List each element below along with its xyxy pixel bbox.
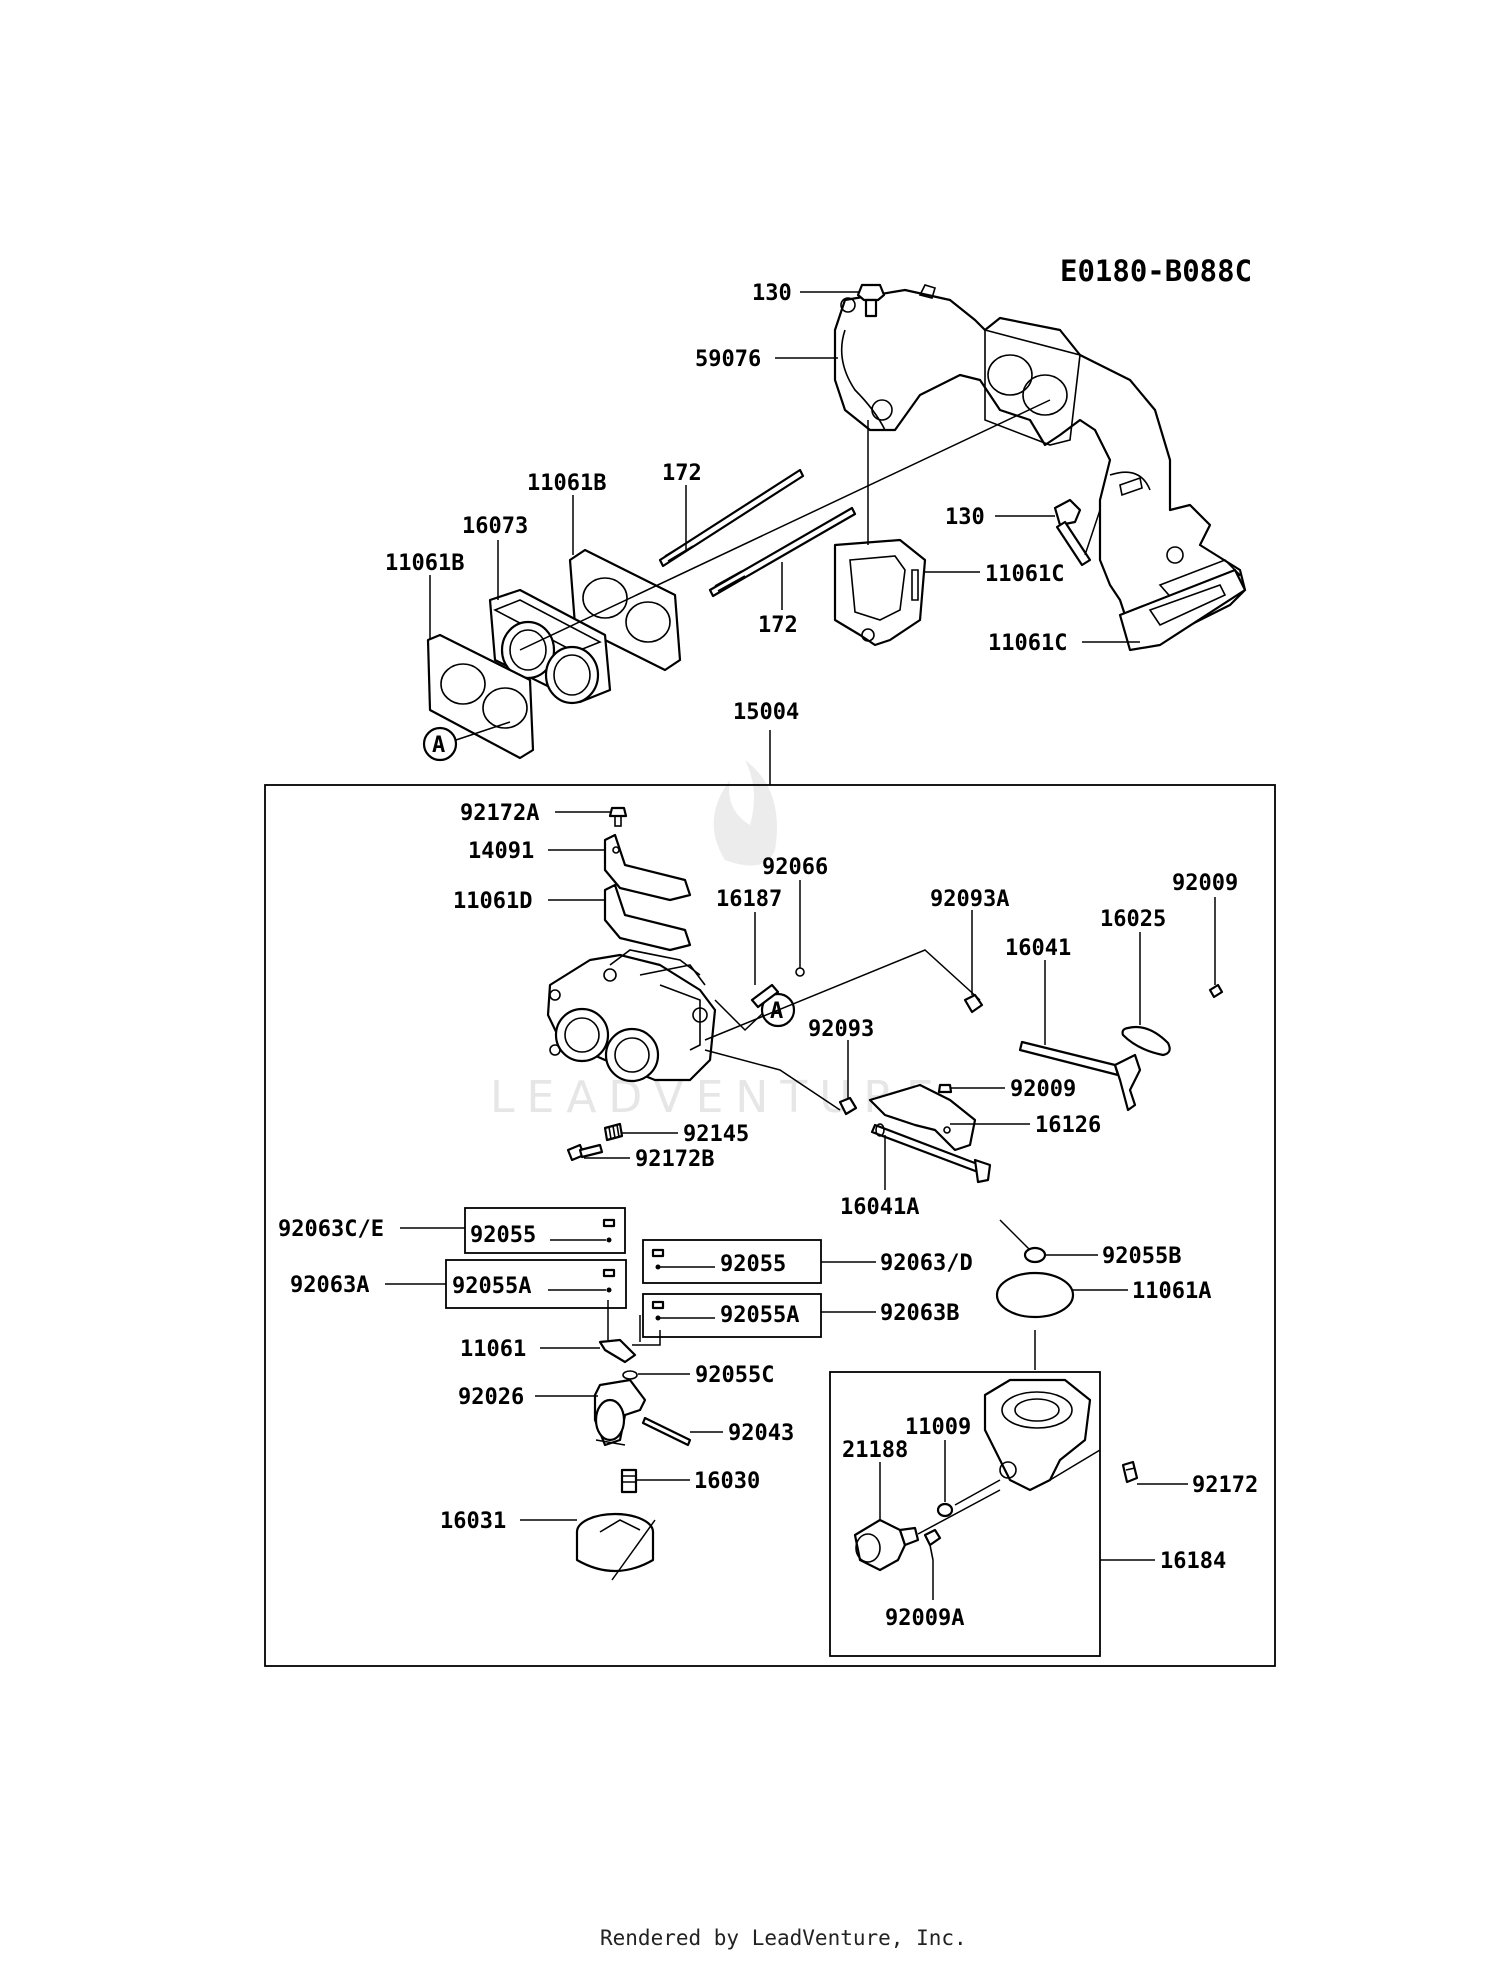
screw-92172a[interactable] [608, 806, 628, 827]
gasket-11061c-right[interactable] [1118, 568, 1247, 652]
label-21188[interactable]: 21188 [842, 1438, 908, 1463]
label-92172a[interactable]: 92172A [460, 801, 539, 826]
screw-92172b[interactable] [566, 1143, 604, 1162]
label-130-side[interactable]: 130 [945, 505, 985, 530]
label-172-lower[interactable]: 172 [758, 613, 798, 638]
label-130-top[interactable]: 130 [752, 281, 792, 306]
label-92009a[interactable]: 92009A [885, 1606, 964, 1631]
svg-text:A: A [432, 733, 445, 758]
label-11009[interactable]: 11009 [905, 1415, 971, 1440]
gasket-11061a[interactable] [995, 1271, 1075, 1319]
washer-11009[interactable] [936, 1502, 954, 1518]
label-92055-ce[interactable]: 92055 [470, 1223, 536, 1248]
bolt-130-top[interactable] [856, 283, 886, 318]
box-16184 [829, 1371, 1101, 1657]
label-92063d[interactable]: 92063/D [880, 1251, 973, 1276]
label-92145[interactable]: 92145 [683, 1122, 749, 1147]
label-16030[interactable]: 16030 [694, 1469, 760, 1494]
label-92093a[interactable]: 92093A [930, 887, 1009, 912]
screw-92009-top[interactable] [1208, 983, 1224, 999]
label-59076[interactable]: 59076 [695, 347, 761, 372]
gasket-11061b-front[interactable] [426, 633, 535, 760]
watermark-flame-icon [713, 760, 777, 866]
label-92063b[interactable]: 92063B [880, 1301, 959, 1326]
jet-92055-c-e[interactable] [602, 1218, 616, 1243]
jet-92055a-b[interactable] [651, 1300, 665, 1321]
label-16187[interactable]: 16187 [716, 887, 782, 912]
choke-shaft-16041a[interactable] [870, 1123, 992, 1184]
label-92055c[interactable]: 92055C [695, 1363, 774, 1388]
carburetor-body[interactable] [546, 949, 717, 1083]
footer-credit: Rendered by LeadVenture, Inc. [600, 1926, 967, 1950]
label-92055-d[interactable]: 92055 [720, 1252, 786, 1277]
label-11061b-front[interactable]: 11061B [385, 551, 464, 576]
diagram-code: E0180-B088C [1060, 254, 1252, 288]
label-11061a[interactable]: 11061A [1132, 1279, 1211, 1304]
label-11061c-left[interactable]: 11061C [985, 562, 1064, 587]
insulator-16073[interactable] [488, 588, 612, 705]
label-16025[interactable]: 16025 [1100, 907, 1166, 932]
o-ring-92055b[interactable] [1023, 1246, 1047, 1264]
label-16041a[interactable]: 16041A [840, 1195, 919, 1220]
gasket-11061c-left[interactable] [833, 538, 927, 647]
solenoid-21188[interactable] [853, 1518, 920, 1572]
label-92093[interactable]: 92093 [808, 1017, 874, 1042]
label-14091[interactable]: 14091 [468, 839, 534, 864]
label-16041[interactable]: 16041 [1005, 936, 1071, 961]
screw-92009a[interactable] [923, 1528, 942, 1561]
label-16031[interactable]: 16031 [440, 1509, 506, 1534]
bracket-14091[interactable] [603, 833, 692, 902]
box-92063b [642, 1293, 822, 1338]
label-92009-mid[interactable]: 92009 [1010, 1077, 1076, 1102]
label-92172b[interactable]: 92172B [635, 1147, 714, 1172]
label-92009-top[interactable]: 92009 [1172, 871, 1238, 896]
label-15004[interactable]: 15004 [733, 700, 799, 725]
label-92063a[interactable]: 92063A [290, 1273, 369, 1298]
label-92172[interactable]: 92172 [1192, 1473, 1258, 1498]
watermark: LEADVENTURE [490, 1072, 946, 1123]
choke-plate-16126[interactable] [868, 1083, 977, 1152]
jet-16030[interactable] [620, 1468, 638, 1494]
nut-92093[interactable] [838, 1096, 858, 1116]
stud-172-lower[interactable] [708, 506, 857, 598]
float-92026[interactable] [593, 1378, 647, 1447]
label-11061d[interactable]: 11061D [453, 889, 532, 914]
screw-16187[interactable] [750, 983, 780, 1009]
label-16126[interactable]: 16126 [1035, 1113, 1101, 1138]
label-11061[interactable]: 11061 [460, 1337, 526, 1362]
spring-92145[interactable] [603, 1122, 624, 1142]
label-11061b-rear[interactable]: 11061B [527, 471, 606, 496]
label-92055b[interactable]: 92055B [1102, 1244, 1181, 1269]
callout-a-top: A [422, 721, 511, 762]
valve-plate-16025[interactable] [1121, 1025, 1171, 1057]
screw-92172[interactable] [1121, 1460, 1139, 1484]
jet-92055a-a[interactable] [602, 1268, 616, 1293]
label-16073[interactable]: 16073 [462, 514, 528, 539]
fuel-valve-body[interactable] [983, 1378, 1092, 1492]
label-92055a-a[interactable]: 92055A [452, 1274, 531, 1299]
jet-92055-d[interactable] [651, 1248, 665, 1270]
o-ring-92066[interactable] [795, 967, 805, 977]
label-92063ce[interactable]: 92063C/E [278, 1217, 384, 1242]
float-pin-11061[interactable] [598, 1338, 637, 1364]
label-92026[interactable]: 92026 [458, 1385, 524, 1410]
label-92055a-b[interactable]: 92055A [720, 1303, 799, 1328]
box-92063ce [464, 1207, 626, 1254]
label-92043[interactable]: 92043 [728, 1421, 794, 1446]
label-16184[interactable]: 16184 [1160, 1549, 1226, 1574]
bolt-130-side[interactable] [1053, 498, 1092, 567]
o-ring-92055c[interactable] [622, 1370, 638, 1380]
gasket-11061d[interactable] [603, 883, 692, 952]
pin-92043[interactable] [641, 1416, 692, 1447]
throttle-shaft-16041[interactable] [1018, 1040, 1142, 1112]
screw-92009-mid[interactable] [937, 1083, 953, 1094]
label-172-upper[interactable]: 172 [662, 461, 702, 486]
float-chamber-16031[interactable] [575, 1512, 655, 1573]
nut-92093a[interactable] [963, 993, 984, 1014]
label-11061c-right[interactable]: 11061C [988, 631, 1067, 656]
label-92066[interactable]: 92066 [762, 855, 828, 880]
